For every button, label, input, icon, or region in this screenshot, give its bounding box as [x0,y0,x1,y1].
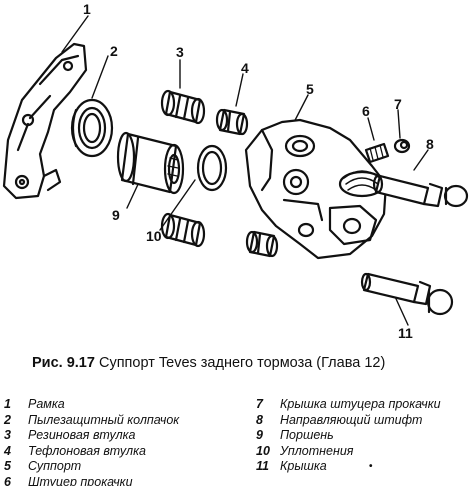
callout-7: 7 [394,96,402,112]
print-speck: • [369,461,373,472]
figure-number: Рис. 9.17 [32,355,95,371]
legend-number: 5 [4,459,11,474]
legend-number: 7 [256,397,263,411]
callout-8: 8 [426,136,434,152]
legend-item: 11 Крышка [256,459,441,475]
pin-cap-upper [443,184,469,208]
legend-label: Поршень [280,428,334,443]
callout-10: 10 [146,228,162,244]
legend-label: Направляющий штифт [280,412,423,427]
bleeder-cap-part [393,138,411,154]
legend-item: 8 Направляющий штифт [256,413,441,429]
callout-6: 6 [362,103,370,119]
legend-number: 4 [4,443,11,458]
legend-item: 4 Тефлоновая втулка [4,444,179,460]
guide-pin-upper [372,174,444,208]
legend-number: 9 [256,428,263,443]
legend-label: Тефлоновая втулка [28,443,146,458]
legend-number: 6 [4,474,11,486]
legend-label: Суппорт [28,459,82,474]
legend-item: 1 Рамка [4,397,179,413]
frame-part [2,42,88,200]
callout-2: 2 [110,43,118,59]
callout-1: 1 [83,1,91,17]
legend-number: 10 [256,443,270,458]
rubber-bushing-upper [160,89,206,125]
legend-label: Штуцер прокачки [28,474,133,486]
bleeder-screw-part [364,142,390,164]
legend-label: Резиновая втулка [28,428,136,443]
callout-9: 9 [112,207,120,223]
callout-3: 3 [176,44,184,60]
teflon-bushing-lower [245,230,279,258]
legend-number: 3 [4,428,11,443]
rubber-bushing-lower [160,212,206,248]
legend-item: 6 Штуцер прокачки [4,475,179,486]
callout-5: 5 [306,81,314,97]
teflon-bushing-upper [215,108,249,136]
legend-item: 7 Крышка штуцера прокачки [256,397,441,413]
figure-title: Суппорт Teves заднего тормоза (Глава 12) [98,355,386,371]
guide-pin-lower [360,272,432,306]
legend-number: 2 [4,412,11,427]
legend-item: 3 Резиновая втулка [4,428,179,444]
legend-number: 1 [4,397,11,411]
callout-4: 4 [241,60,249,76]
dust-boot-part [70,98,114,158]
seal-ring-part [196,144,228,192]
piston-part [116,131,185,195]
caliper-housing-part [244,118,388,260]
legend-item: 5 Суппорт [4,459,179,475]
legend-label: Пылезащитный колпачок [28,412,180,427]
leader-lines [61,15,429,326]
legend-item: 10 Уплотнения [256,444,441,460]
legend-item: 2 Пылезащитный колпачок [4,413,179,429]
legend-item: 9 Поршень [256,428,441,444]
figure-caption: Рис. 9.17 Суппорт Teves заднего тормоза … [32,355,462,371]
legend-left-column: 1 Рамка 2 Пылезащитный колпачок 3 Резиновая… [4,397,179,486]
legend-number: 11 [256,459,269,474]
legend-right-column: 7 Крышка штуцера прокачки 8 Направляющий ш… [256,397,441,475]
legend-label: Крышка [280,459,327,474]
pin-cap-lower [426,288,454,316]
legend-label: Уплотнения [280,443,354,458]
callout-11: 11 [398,325,413,341]
legend-label: Крышка штуцера прокачки [280,397,441,411]
legend-label: Рамка [28,397,65,411]
legend-number: 8 [256,412,263,427]
caliper-exploded-drawing [2,15,469,326]
